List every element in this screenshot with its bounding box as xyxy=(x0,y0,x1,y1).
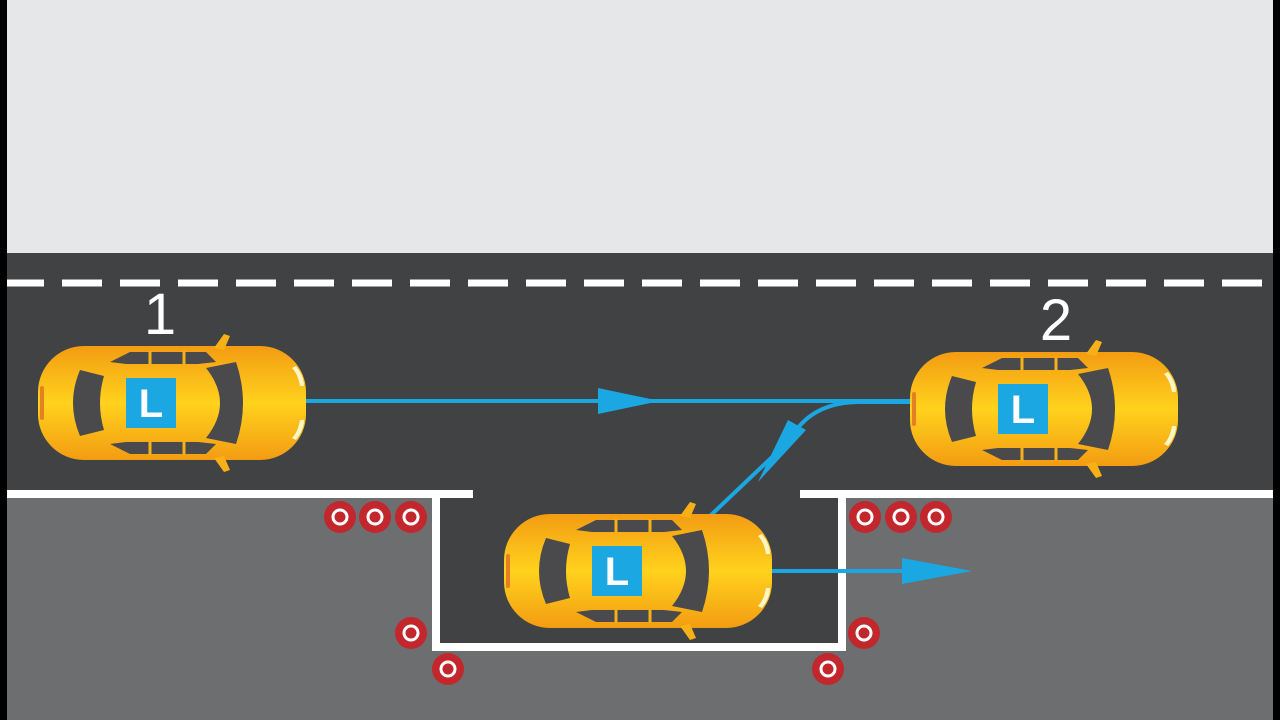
circle-ring-icon xyxy=(357,499,393,535)
circle-ring-icon xyxy=(810,651,846,687)
circle-ring-icon xyxy=(322,499,358,535)
path-arrow-forward xyxy=(598,388,660,414)
path-arrow-exit xyxy=(902,558,972,584)
sky-area xyxy=(0,0,1280,255)
cone-group-right xyxy=(847,499,954,535)
circle-ring-icon xyxy=(393,615,429,651)
circle-ring-icon xyxy=(846,615,882,651)
position-label-2: 2 xyxy=(1040,288,1072,353)
circle-ring-icon xyxy=(847,499,883,535)
frame-left xyxy=(0,0,7,720)
circle-ring-icon xyxy=(393,499,429,535)
car-parked: L xyxy=(502,500,774,642)
circle-ring-icon xyxy=(430,651,466,687)
cone-group-left xyxy=(322,499,429,535)
circle-ring-icon xyxy=(883,499,919,535)
car-position-1: L xyxy=(36,332,308,474)
path-arrow-reverse xyxy=(758,420,806,482)
car-2-plate-text: L xyxy=(1011,388,1035,432)
position-label-1: 1 xyxy=(144,282,176,347)
car-parked-plate-text: L xyxy=(605,550,629,594)
car-1-plate-text: L xyxy=(139,382,163,426)
frame-right xyxy=(1273,0,1280,720)
car-position-2: L xyxy=(908,338,1180,480)
circle-ring-icon xyxy=(918,499,954,535)
